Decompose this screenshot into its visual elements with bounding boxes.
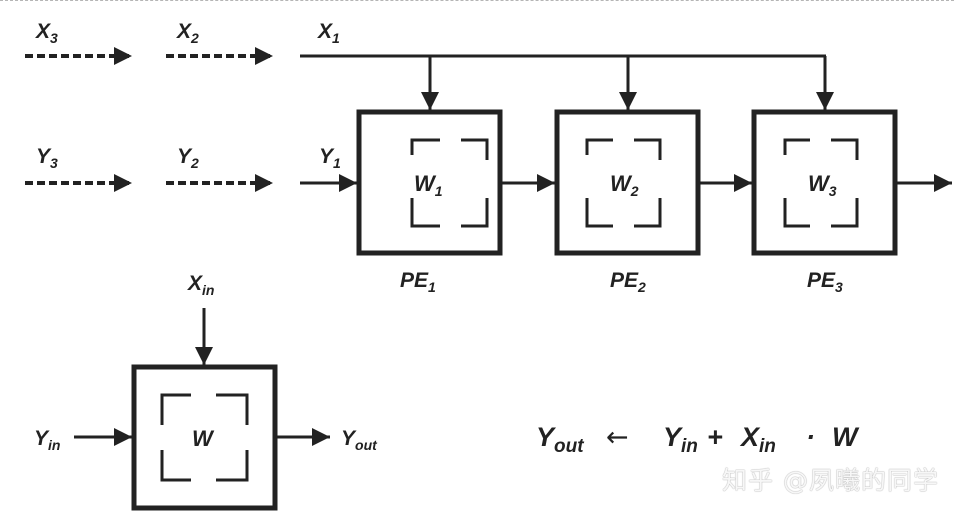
pe-1-weight-label: W1: [414, 171, 443, 199]
y3-label: Y3: [36, 145, 58, 171]
pe-2-box: [554, 109, 701, 256]
x3-label: X3: [35, 20, 58, 46]
y-out-label: Yout: [341, 427, 378, 453]
y1-label: Y1: [319, 145, 341, 171]
top-dashed-border: [0, 0, 954, 1]
pe-1-weight-brackets: [410, 138, 489, 228]
equation-arrow: ←: [606, 422, 629, 453]
x2-label: X2: [176, 20, 199, 46]
pe-2-weight-label: W2: [610, 171, 639, 199]
pe-3-weight-label: W3: [808, 171, 837, 199]
x1-label: X1: [317, 20, 340, 46]
single-pe-weight-label: W: [192, 426, 215, 451]
single-pe-box: [131, 364, 278, 511]
x-in-label: Xin: [187, 272, 214, 298]
pe-3-label: PE3: [807, 269, 843, 295]
equation-plus: +: [707, 422, 723, 452]
equation-lhs: Yout: [536, 422, 584, 457]
equation-term1: Yin: [663, 422, 698, 457]
equation-term2: Xin: [739, 422, 776, 457]
pe-1-box: [356, 109, 503, 256]
single-pe-weight-brackets: [160, 393, 249, 482]
update-equation: Yout ← Yin + Xin · W: [536, 422, 860, 457]
y2-label: Y2: [177, 145, 199, 171]
pe-3-weight-brackets: [783, 138, 859, 228]
pe-2: W2 PE2: [554, 109, 701, 295]
single-pe: Xin W Yin Yout: [34, 272, 378, 511]
pe-2-label: PE2: [610, 269, 646, 295]
pe-3: W3 PE3: [751, 109, 898, 295]
x-input-row: X3 X2 X1: [25, 20, 834, 110]
pe-1: W1 PE1: [356, 109, 503, 295]
pe-1-label: PE1: [400, 269, 436, 295]
y-input-row: Y3 Y2 Y1: [25, 145, 357, 192]
equation-dot: ·: [806, 422, 815, 452]
pe-3-box: [751, 109, 898, 256]
equation-term3: W: [832, 422, 860, 452]
pe-2-weight-brackets: [585, 138, 662, 228]
watermark: 知乎 @夙曦的同学: [722, 466, 939, 495]
y-in-label: Yin: [34, 427, 60, 453]
